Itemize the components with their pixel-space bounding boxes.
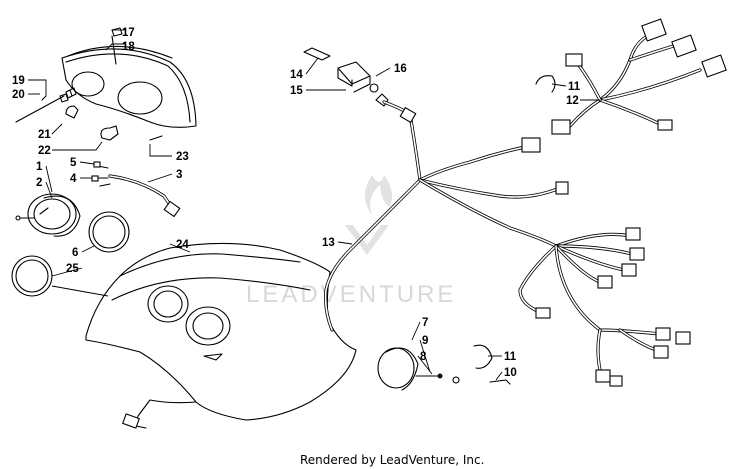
watermark: LEADVENTURE [246,175,456,308]
instrument-pod [85,242,357,429]
bezel-rings [11,211,130,297]
gauge-harness [91,161,181,218]
callout-17: 17 [122,27,135,39]
callout-7: 7 [422,317,428,329]
main-harness [324,18,727,387]
callout-labels: 17 18 19 20 21 22 23 1 2 5 4 3 6 25 24 1… [12,27,581,379]
leader-lines [28,29,600,381]
callout-14: 14 [290,69,303,81]
callout-19: 19 [12,75,25,87]
callout-23: 23 [176,151,189,163]
footer-credit: Rendered by LeadVenture, Inc. [300,453,484,467]
callout-1: 1 [36,161,43,173]
callout-12: 12 [566,95,579,107]
relay [303,47,389,107]
lower-gauge [377,344,511,391]
callout-11-lower: 11 [504,351,517,363]
callout-25: 25 [66,263,79,275]
callout-9: 9 [422,335,428,347]
callout-13: 13 [322,237,335,249]
callout-6: 6 [72,247,78,259]
callout-20: 20 [12,89,25,101]
callout-4: 4 [70,173,77,185]
headlight-assembly [15,27,197,141]
callout-5: 5 [70,157,77,169]
callout-16: 16 [394,63,407,75]
callout-21: 21 [38,129,51,141]
callout-8: 8 [420,351,427,363]
gauge [15,193,81,237]
watermark-text: LEADVENTURE [246,281,456,308]
callout-22: 22 [38,145,51,157]
callout-2: 2 [36,177,42,189]
callout-18: 18 [122,41,135,53]
callout-3: 3 [176,169,182,181]
callout-15: 15 [290,85,303,97]
callout-10: 10 [504,367,517,379]
callout-11-upper: 11 [568,81,581,93]
callout-24: 24 [176,239,189,251]
